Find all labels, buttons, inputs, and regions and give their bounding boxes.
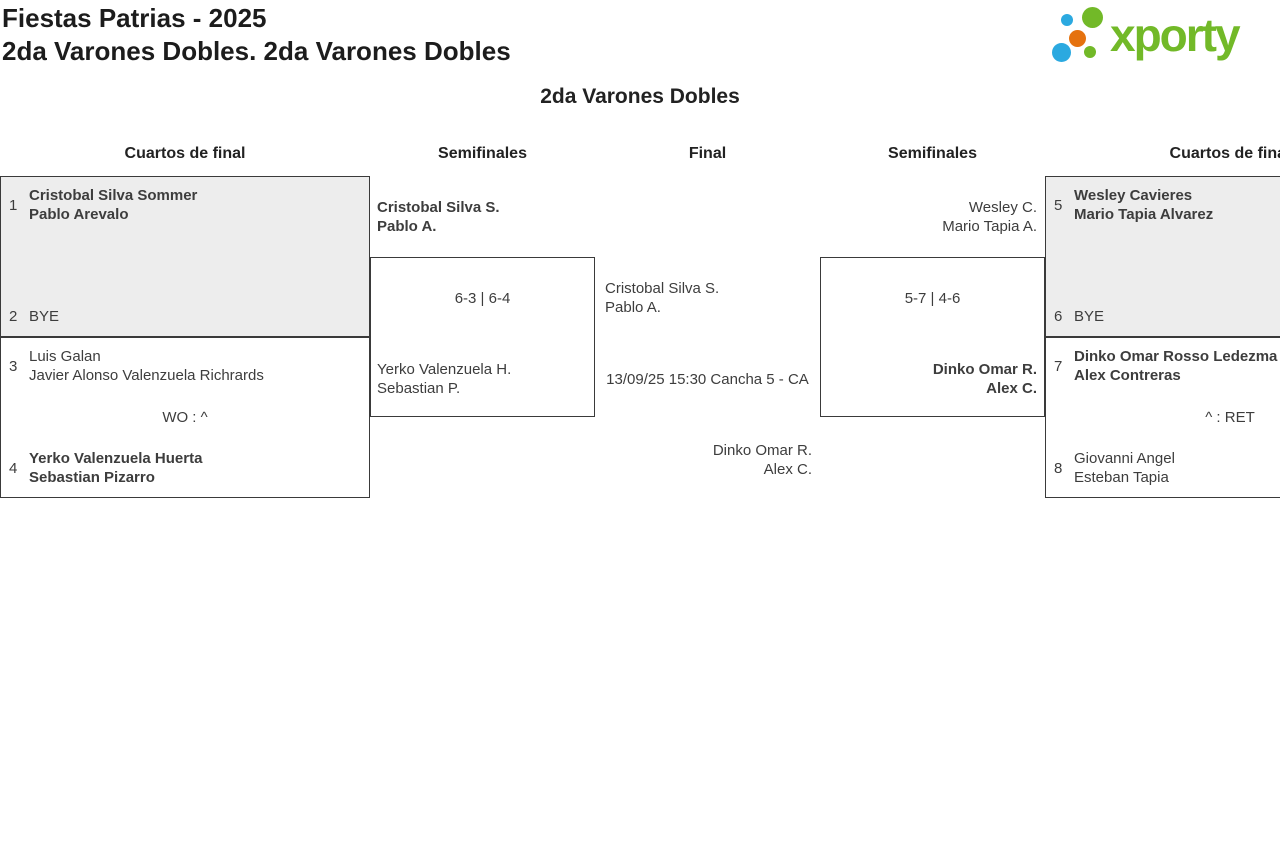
player-name: Pablo Arevalo [29,206,129,223]
match-score: 6-3 | 6-4 [454,290,511,307]
player-name: Yerko Valenzuela H. [377,361,512,378]
player-name: Luis Galan [29,348,101,365]
player-name: Sebastian P. [377,380,461,397]
bye-label: BYE [29,308,60,325]
logo-dot-green-big-icon [1082,7,1103,28]
seed-number: 6 [1054,308,1063,325]
category-title: 2da Varones Dobles. 2da Varones Dobles [2,36,511,66]
player-name: Mario Tapia Alvarez [1074,206,1214,223]
team-names: Cristobal Silva Sommer Pablo Arevalo [29,186,197,224]
player-name: Pablo A. [377,218,437,235]
xporty-wordmark: xporty [1110,9,1241,61]
team-row: 7 Dinko Omar Rosso Ledezma Alex Contrera… [1054,347,1280,385]
logo-dot-blue-small-icon [1061,14,1073,26]
player-name: Dinko Omar R. [712,442,812,459]
page-header: Fiestas Patrias - 2025 2da Varones Doble… [2,2,511,68]
player-name: Pablo A. [605,299,661,316]
seed-number: 7 [1054,357,1063,375]
team-names: Wesley Cavieres Mario Tapia Alvarez [1074,186,1213,224]
match-box-qf1[interactable]: 1 Cristobal Silva Sommer Pablo Arevalo 2… [0,176,370,337]
bracket-title: 2da Varones Dobles [540,85,740,108]
player-name: Javier Alonso Valenzuela Richrards [29,367,264,384]
player-name: Yerko Valenzuela Huerta [29,450,203,467]
xporty-logo[interactable]: xporty [1050,4,1276,66]
player-name: Alex Contreras [1074,367,1181,384]
round-header-quarterfinals-right: Cuartos de final [1169,145,1280,162]
player-name: Mario Tapia A. [942,218,1037,235]
match-result-note: ^ : RET [1205,408,1255,426]
round-header-semifinals-right: Semifinales [888,145,977,162]
team-names: Dinko Omar R. Alex C. [595,441,812,479]
player-name: Giovanni Angel [1074,450,1175,467]
seed-number: 5 [1054,196,1063,214]
match-score: 5-7 | 4-6 [904,290,961,307]
seed-number: 8 [1054,459,1063,477]
player-name: Alex C. [986,380,1037,397]
round-header-semifinals-left: Semifinales [438,145,527,162]
team-names: Wesley C. Mario Tapia A. [820,198,1037,236]
match-box-qf3[interactable]: 5 Wesley Cavieres Mario Tapia Alvarez 6 … [1045,176,1280,337]
match-box-qf2[interactable]: 3 Luis Galan Javier Alonso Valenzuela Ri… [0,337,370,498]
team-names: Yerko Valenzuela H. Sebastian P. [377,360,511,398]
seed-number: 2 [9,308,18,325]
player-name: Alex C. [763,461,812,478]
match-box-qf4[interactable]: 7 Dinko Omar Rosso Ledezma Alex Contrera… [1045,337,1280,498]
player-name: Esteban Tapia [1074,469,1169,486]
bye-label: BYE [1074,308,1105,325]
player-name: Sebastian Pizarro [29,469,155,486]
team-names: Cristobal Silva S. Pablo A. [605,279,719,317]
match-box-semifinal-right[interactable]: 5-7 | 4-6 [820,257,1045,417]
team-row: 3 Luis Galan Javier Alonso Valenzuela Ri… [9,347,361,385]
round-header-final: Final [688,145,727,162]
final-schedule: 13/09/25 15:30 Cancha 5 - CA [606,371,809,388]
seed-number: 4 [9,459,18,477]
team-names: Cristobal Silva S. Pablo A. [377,198,500,236]
logo-dot-orange-icon [1069,30,1086,47]
logo-dot-blue-big-icon [1052,43,1071,62]
team-row: 2 BYE [9,307,361,326]
player-name: Wesley C. [968,199,1037,216]
team-names: Yerko Valenzuela Huerta Sebastian Pizarr… [29,449,202,487]
player-name: Cristobal Silva S. [605,280,720,297]
seed-number: 3 [9,357,18,375]
player-name: Wesley Cavieres [1074,187,1193,204]
team-names: BYE [1074,307,1104,326]
team-names: BYE [29,307,59,326]
team-row: 5 Wesley Cavieres Mario Tapia Alvarez [1054,186,1280,224]
player-name: Cristobal Silva S. [377,199,500,216]
team-names: Dinko Omar R. Alex C. [820,360,1037,398]
seed-number: 1 [9,196,18,214]
player-name: Dinko Omar R. [932,361,1037,378]
player-name: Dinko Omar Rosso Ledezma [1074,348,1278,365]
player-name: Cristobal Silva Sommer [29,187,198,204]
tournament-title: Fiestas Patrias - 2025 [2,3,267,33]
team-row: 1 Cristobal Silva Sommer Pablo Arevalo [9,186,361,224]
match-box-semifinal-left[interactable]: 6-3 | 6-4 [370,257,595,417]
team-names: Dinko Omar Rosso Ledezma Alex Contreras [1074,347,1277,385]
team-names: Luis Galan Javier Alonso Valenzuela Rich… [29,347,264,385]
team-row: 8 Giovanni Angel Esteban Tapia [1054,449,1280,487]
team-names: Giovanni Angel Esteban Tapia [1074,449,1175,487]
team-row: 6 BYE [1054,307,1280,326]
logo-dot-green-small-icon [1084,46,1096,58]
team-row: 4 Yerko Valenzuela Huerta Sebastian Piza… [9,449,361,487]
match-result-note: WO : ^ [162,408,208,426]
round-header-quarterfinals-left: Cuartos de final [124,145,246,162]
